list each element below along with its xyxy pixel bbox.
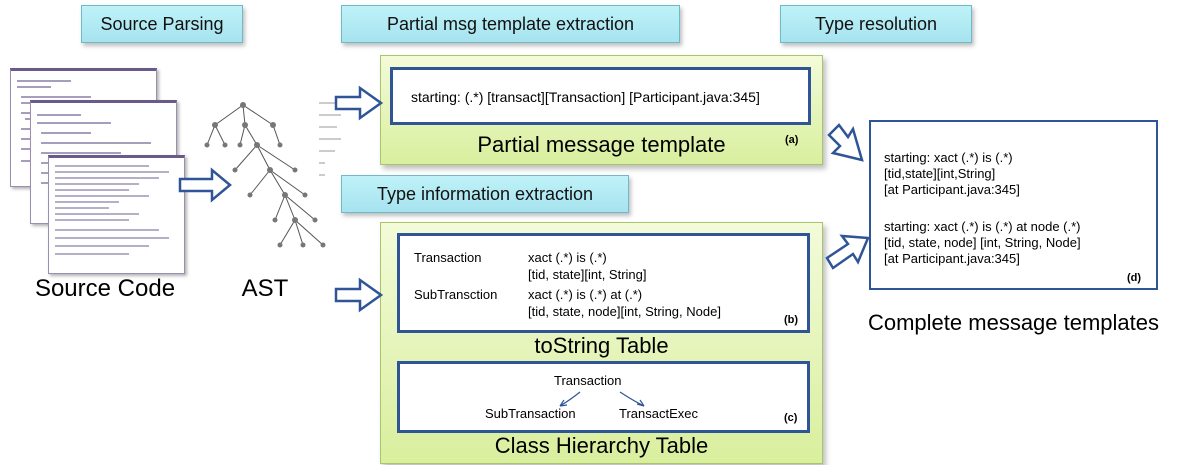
partial-template-panel: starting: (.*) [transact][Transaction] [… xyxy=(380,55,823,165)
complete-templates-caption: Complete message templates xyxy=(867,310,1160,335)
template-1-line-1: starting: xact (.*) is (.*) xyxy=(884,150,1013,165)
tostring-row-2-line2: [tid, state, node][int, String, Node] xyxy=(528,304,721,319)
code-lines-icon xyxy=(55,165,169,255)
stage-partial-extraction: Partial msg template extraction xyxy=(341,5,680,43)
partial-template-tag: (a) xyxy=(785,134,799,146)
ast-tree-icon xyxy=(204,102,326,248)
class-hierarchy-caption: Class Hierarchy Table xyxy=(494,433,709,458)
ast-legend-icon xyxy=(319,102,341,176)
tostring-table-box: Transaction xact (.*) is (.*) [tid, stat… xyxy=(397,233,810,333)
class-hierarchy-box: Transaction SubTransaction TransactExec … xyxy=(397,361,810,433)
partial-template-caption: Partial message template xyxy=(477,132,726,157)
tostring-row-2-class: SubTransction xyxy=(414,287,498,302)
source-code-label: Source Code xyxy=(34,275,176,302)
class-hierarchy-tag: (c) xyxy=(784,412,798,424)
tostring-row-1-line2: [tid, state][int, String] xyxy=(528,267,647,282)
template-2-line-2: [tid, state, node] [int, String, Node] xyxy=(884,235,1081,250)
hierarchy-child-1: SubTransaction xyxy=(485,406,576,421)
arrow-partial-to-complete xyxy=(827,123,864,162)
tostring-row-1-class: Transaction xyxy=(414,250,482,265)
template-2-line-1: starting: xact (.*) is (.*) at node (.*) xyxy=(884,219,1081,234)
complete-templates-tag: (d) xyxy=(1127,272,1142,284)
complete-templates-box: starting: xact (.*) is (.*) [tid,state][… xyxy=(869,120,1158,290)
type-info-panel: Transaction xact (.*) is (.*) [tid, stat… xyxy=(380,222,823,464)
arrow-ast-to-typeinfo xyxy=(334,277,384,313)
stage-type-info-extraction: Type information extraction xyxy=(341,175,629,213)
ast-label: AST xyxy=(241,275,289,302)
stage-type-resolution: Type resolution xyxy=(780,5,972,43)
tostring-table-tag: (b) xyxy=(784,314,799,326)
tostring-row-1-line1: xact (.*) is (.*) xyxy=(528,250,607,265)
tostring-row-2-line1: xact (.*) is (.*) at (.*) xyxy=(528,287,643,302)
partial-template-box: starting: (.*) [transact][Transaction] [… xyxy=(390,67,811,125)
arrow-typeinfo-to-complete xyxy=(825,234,870,270)
hierarchy-arrows-icon xyxy=(559,391,645,407)
template-1-line-3: [at Participant.java:345] xyxy=(884,182,1020,197)
template-1-line-2: [tid,state][int,String] xyxy=(884,166,996,181)
hierarchy-child-2: TransactExec xyxy=(619,406,698,421)
stage-source-parsing: Source Parsing xyxy=(81,5,243,43)
source-document-3 xyxy=(48,155,185,274)
template-2-line-3: [at Participant.java:345] xyxy=(884,251,1020,266)
partial-template-text: starting: (.*) [transact][Transaction] [… xyxy=(411,89,760,105)
tostring-table-caption: toString Table xyxy=(534,333,669,358)
arrow-source-to-ast xyxy=(178,167,232,203)
hierarchy-parent: Transaction xyxy=(554,373,622,388)
arrow-ast-to-partial xyxy=(334,85,384,121)
